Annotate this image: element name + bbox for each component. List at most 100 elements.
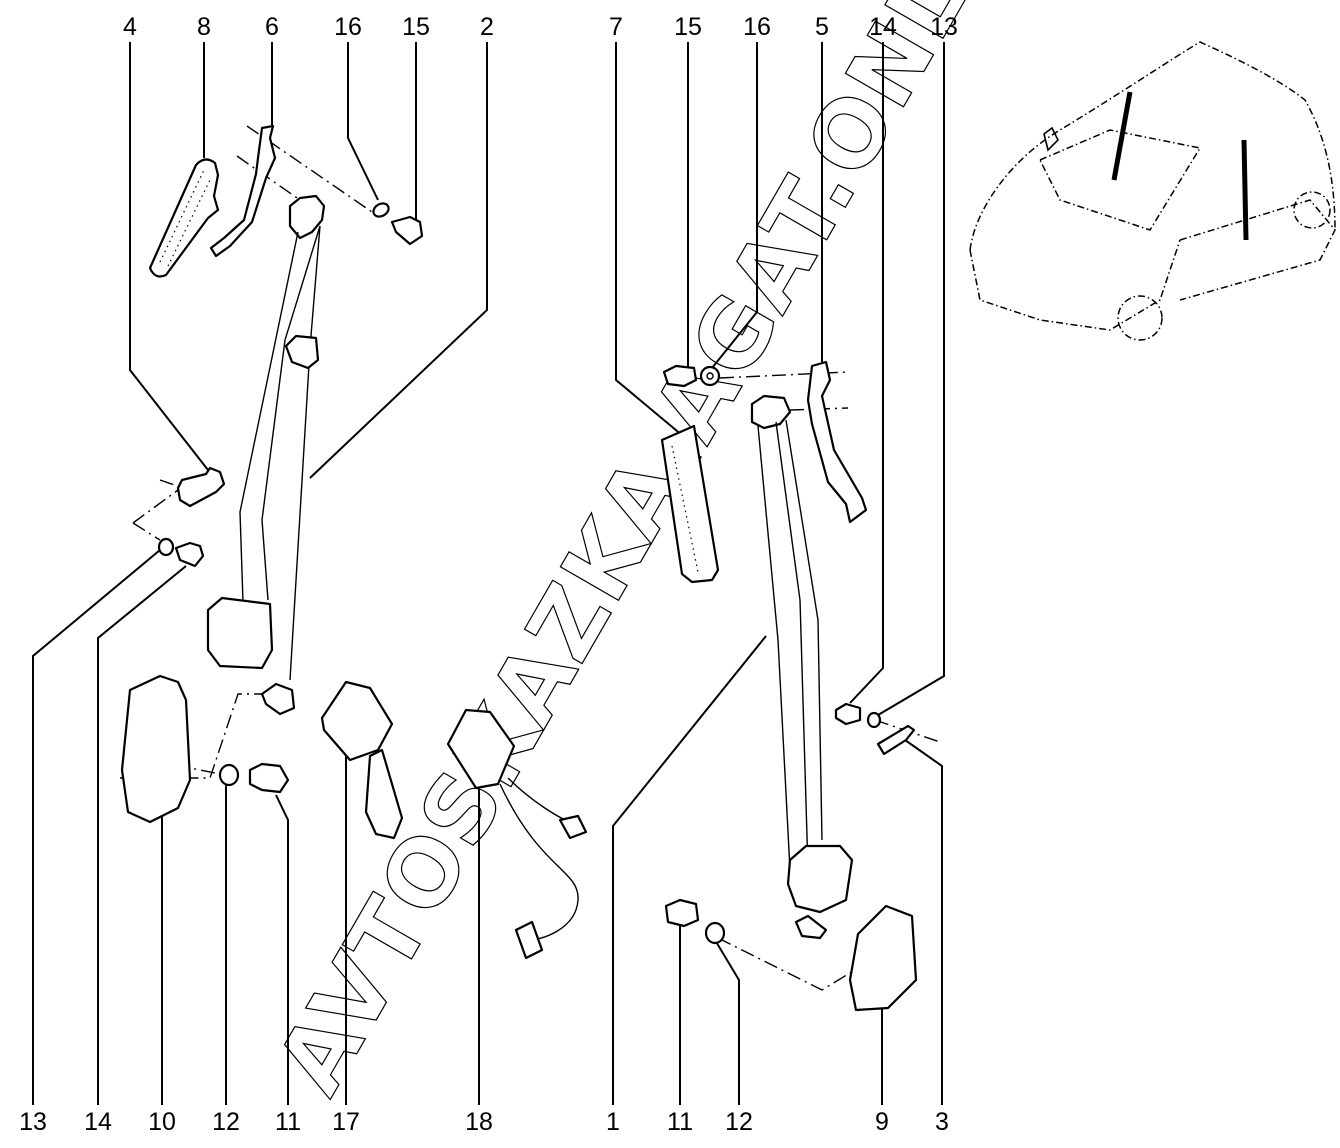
part-2-webbing-right-edge [289, 225, 321, 681]
part-8-outline [148, 158, 220, 278]
callout-4-top: 4 [123, 13, 137, 41]
part-15-upper-bolt-right [662, 364, 698, 388]
callout-1-bottom: 1 [606, 1108, 620, 1136]
part-1-webbing-left [757, 425, 791, 871]
part-14-anchor-bolt-right [834, 702, 862, 726]
part-12-right-shape [704, 921, 726, 945]
part-17-left-buckle [320, 680, 404, 840]
leader-13-top [872, 42, 945, 719]
part-2-webbing-mid [261, 225, 321, 601]
part-2-guide [284, 334, 320, 370]
leader-11-left [275, 794, 289, 1105]
part-16-right-hole [706, 372, 714, 380]
part-5-shape [806, 360, 868, 524]
part-11-retractor-bolt-right [664, 898, 700, 928]
callouts-bottom: 13 14 10 12 11 17 18 1 11 12 9 3 [19, 1108, 949, 1136]
part-15-left-shape [390, 215, 424, 246]
callout-7-top: 7 [609, 13, 623, 41]
leader-14-bottom [97, 565, 187, 1105]
leader-12-right [714, 939, 740, 1105]
callout-15-top-left: 15 [402, 13, 430, 41]
callout-11-bottom-left: 11 [275, 1108, 301, 1136]
callout-14-bottom: 14 [84, 1108, 112, 1136]
leader-1 [612, 635, 767, 1105]
callout-10-bottom: 10 [148, 1108, 176, 1136]
part-1-retractor [786, 844, 854, 914]
part-11-retractor-bolt-left [248, 762, 290, 794]
callout-12-bottom-right: 12 [725, 1108, 753, 1136]
part-12-left-shape [218, 763, 240, 787]
part-14-anchor-bolt-left [174, 541, 205, 568]
axis-upper-left-b [236, 155, 301, 201]
part-7-shape [660, 424, 720, 584]
callout-17-bottom: 17 [332, 1108, 360, 1136]
leader-lines [32, 42, 945, 1105]
part-10-shape [120, 674, 192, 824]
part-1-right-seat-belt [750, 394, 854, 940]
part-13-anchor-washer-right [866, 711, 882, 729]
part-16-upper-spacer-right [699, 365, 721, 387]
callout-11-bottom-right: 11 [667, 1108, 693, 1136]
callout-15-top-right: 15 [674, 13, 702, 41]
part-12-retractor-washer-right [704, 921, 726, 945]
callout-3-bottom: 3 [935, 1108, 949, 1136]
part-1-webbing-right [785, 419, 823, 841]
leader-7 [615, 42, 684, 437]
leader-3 [904, 739, 943, 1105]
part-4-shape [176, 466, 226, 508]
part-9-right-retractor-cover [848, 904, 918, 1012]
part-18-end-connector [558, 814, 588, 840]
car-front-wheel [1117, 295, 1163, 341]
part-16-left-shape [372, 202, 390, 218]
part-6-left-upper-bracket [209, 124, 277, 258]
callout-18-bottom: 18 [465, 1108, 493, 1136]
part-10-left-retractor-cover [120, 674, 192, 824]
leader-16-right [711, 42, 758, 369]
part-13-left-shape [157, 537, 175, 557]
callout-12-bottom-left: 12 [212, 1108, 240, 1136]
part-15-right-shape [662, 364, 698, 388]
part-7-right-height-adjuster-trim [660, 424, 720, 584]
part-2-lower-anchor [260, 682, 296, 716]
part-15-upper-bolt-left [390, 215, 424, 246]
leader-13-bottom [32, 549, 161, 1105]
part-9-shape [848, 904, 918, 1012]
part-4-left-lower-anchor-plate [176, 466, 226, 508]
leader-4 [129, 42, 209, 471]
car-windshield [1038, 129, 1202, 231]
vehicle-location-inset [969, 41, 1336, 341]
axis-retractor-right [717, 937, 859, 991]
part-6-outline [209, 124, 277, 258]
part-2-webbing-left-edge [239, 231, 299, 603]
part-2-retractor [206, 596, 274, 670]
part-13-right-shape [866, 711, 882, 729]
part-2-upper-anchor [288, 194, 326, 240]
callout-13-bottom: 13 [19, 1108, 47, 1136]
leader-2 [309, 42, 488, 479]
car-belt-front-highlight [1111, 91, 1133, 181]
part-1-lower-stud [794, 914, 828, 940]
callout-16-top-left: 16 [334, 13, 362, 41]
callout-9-bottom: 9 [875, 1108, 889, 1136]
callout-14-top: 14 [869, 13, 897, 41]
part-18-body [446, 708, 516, 790]
part-3-shape [876, 724, 916, 756]
car-belt-rear-highlight [1241, 139, 1249, 241]
part-16-upper-spacer-left [372, 202, 390, 218]
car-rear-wheel [1293, 191, 1331, 229]
part-11-right-shape [664, 898, 700, 928]
callout-6-top: 6 [265, 13, 279, 41]
part-3-right-lower-anchor-plate [876, 724, 916, 756]
watermark: AVTOSKAZKA.AGAT.ONLINE [256, 0, 1079, 1112]
part-18-right-buckle-with-sensor [446, 708, 588, 960]
axis-anchor-left-b [132, 522, 161, 541]
part-18-cable [499, 783, 579, 941]
callout-5-top: 5 [815, 13, 829, 41]
part-8-left-height-adjuster-trim [148, 158, 220, 278]
part-14-right-shape [834, 702, 862, 726]
car-roofline [969, 41, 1336, 251]
part-14-left-shape [174, 541, 205, 568]
callouts-top: 4 8 6 16 15 2 7 15 16 5 14 13 [123, 13, 958, 41]
callout-13-top: 13 [930, 13, 958, 41]
